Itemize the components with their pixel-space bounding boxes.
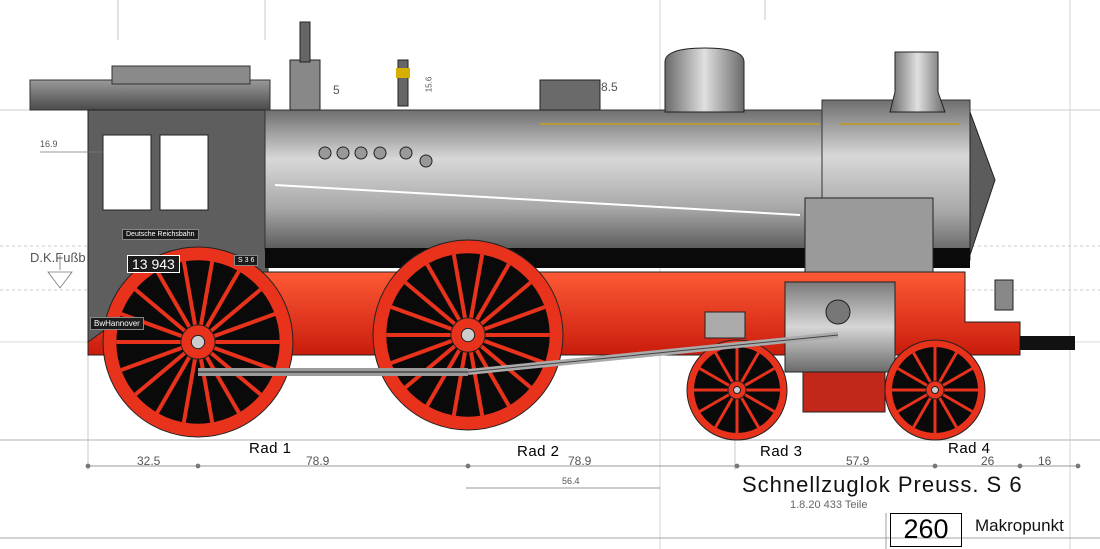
dimension-label: 26	[981, 454, 995, 468]
company-plate: Deutsche Reichsbahn	[122, 229, 199, 240]
number-plate: 13 943	[127, 255, 180, 273]
boiler	[264, 99, 996, 268]
steam-dome	[664, 47, 745, 113]
wheel-label-2: Rad 2	[517, 443, 560, 460]
whistle	[289, 59, 321, 111]
cab-window-front	[102, 134, 152, 211]
drawing-subtitle: 1.8.20 433 Teile	[790, 499, 868, 511]
bogie-wheel-4	[884, 339, 986, 441]
makropunkt-label: Makropunkt	[975, 516, 1064, 535]
wheels	[102, 239, 986, 441]
dimension-label: 78.9	[568, 454, 592, 468]
smokebox-door	[969, 111, 996, 256]
dimension-label: 57.9	[846, 454, 870, 468]
class-plate: S 3 6	[234, 255, 259, 266]
buffer	[1020, 336, 1075, 350]
reference-line-label: D.K.Fußb	[30, 250, 86, 265]
page-number: 260	[903, 514, 949, 544]
dimension-label: 56.4	[562, 476, 580, 486]
driving-wheel-2	[372, 239, 564, 431]
wheel-label-1: Rad 1	[249, 440, 292, 457]
domes	[289, 21, 946, 113]
dimension-label: 15.6	[424, 76, 434, 93]
dimension-label: 8.5	[601, 80, 618, 94]
dimension-label: 78.9	[306, 454, 330, 468]
cylinder-cover	[804, 197, 934, 273]
drawing-title: Schnellzuglok Preuss. S 6	[742, 472, 1023, 497]
chimney	[889, 51, 946, 113]
coupling-rod	[198, 311, 839, 376]
dimension-label: 5	[333, 83, 340, 97]
bogie-wheel-3	[686, 339, 788, 441]
wheel-label-4: Rad 4	[948, 440, 991, 457]
dimension-label: 16.9	[40, 139, 58, 149]
cab-window-side	[159, 134, 209, 211]
dimension-label: 16	[1038, 454, 1052, 468]
sand-dome	[539, 79, 601, 111]
driving-wheel-1	[102, 246, 294, 438]
dimension-lines	[40, 151, 1081, 489]
page-number-box: 260	[890, 513, 962, 547]
depot-plate: BwHannover	[90, 317, 144, 330]
dimension-label: 32.5	[137, 454, 161, 468]
cylinder	[784, 281, 896, 373]
wheel-label-3: Rad 3	[760, 443, 803, 460]
